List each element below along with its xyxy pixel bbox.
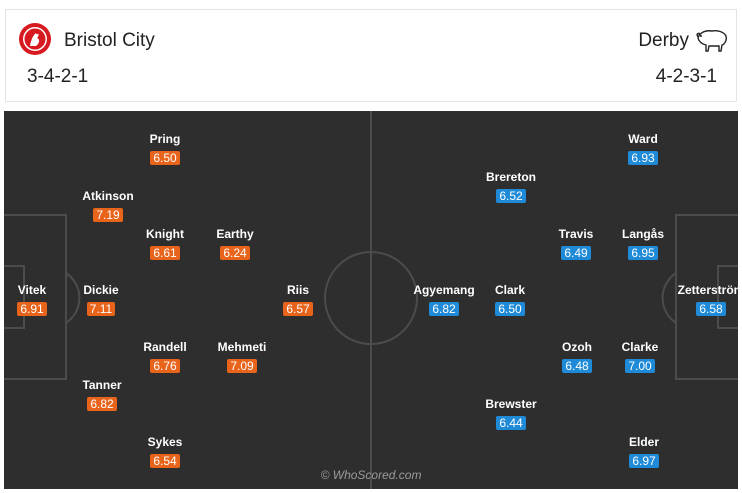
player-card[interactable]: Earthy 6.24 — [200, 227, 270, 262]
player-rating: 7.00 — [625, 359, 655, 373]
watermark: © WhoScored.com — [320, 468, 422, 482]
player-card[interactable]: Sykes 6.54 — [130, 435, 200, 470]
player-rating: 6.50 — [495, 302, 525, 316]
player-rating: 6.61 — [150, 246, 180, 260]
derby-ram-crest-icon — [694, 24, 730, 56]
player-name: Pring — [149, 132, 181, 146]
pitch-markings — [4, 111, 738, 489]
player-name: Brereton — [485, 170, 536, 184]
bristol-city-crest-icon — [18, 22, 52, 56]
player-name: Zetterström — [677, 283, 738, 297]
away-formation: 4-2-3-1 — [655, 66, 717, 87]
player-rating: 6.76 — [150, 359, 180, 373]
player-name: Mehmeti — [217, 340, 267, 354]
player-card[interactable]: Mehmeti 7.09 — [207, 340, 277, 375]
player-rating: 6.48 — [562, 359, 592, 373]
player-name: Clark — [494, 283, 526, 297]
player-card[interactable]: Agyemang 6.82 — [409, 283, 479, 318]
player-name: Ozoh — [562, 340, 592, 354]
player-rating: 7.19 — [93, 208, 123, 222]
player-rating: 7.11 — [86, 302, 116, 316]
player-rating: 6.50 — [150, 151, 180, 165]
player-rating: 6.44 — [496, 416, 526, 430]
player-name: Travis — [558, 227, 594, 241]
player-name: Vitek — [17, 283, 47, 297]
player-card[interactable]: Dickie 7.11 — [66, 283, 136, 318]
player-name: Tanner — [82, 378, 122, 392]
player-name: Ward — [628, 132, 658, 146]
player-name: Brewster — [485, 397, 537, 411]
player-rating: 6.95 — [628, 246, 658, 260]
player-name: Riis — [286, 283, 309, 297]
player-rating: 6.54 — [150, 454, 180, 468]
player-card[interactable]: Clark 6.50 — [475, 283, 545, 318]
player-rating: 6.49 — [561, 246, 591, 260]
home-team-name[interactable]: Bristol City — [64, 30, 155, 51]
player-rating: 6.97 — [629, 454, 659, 468]
player-name: Sykes — [147, 435, 183, 449]
player-card[interactable]: Riis 6.57 — [263, 283, 333, 318]
pitch: Vitek 6.91 Atkinson 7.19 Dickie 7.11 Tan… — [4, 111, 738, 489]
player-card[interactable]: Clarke 7.00 — [605, 340, 675, 375]
player-name: Earthy — [216, 227, 254, 241]
player-name: Dickie — [83, 283, 119, 297]
match-header: Bristol City 3-4-2-1 Derby 4-2-3-1 — [5, 9, 737, 102]
away-team-name[interactable]: Derby — [638, 30, 689, 51]
player-card[interactable]: Langås 6.95 — [608, 227, 678, 262]
player-name: Randell — [143, 340, 187, 354]
player-name: Clarke — [621, 340, 659, 354]
player-card[interactable]: Brewster 6.44 — [476, 397, 546, 432]
player-card[interactable]: Knight 6.61 — [130, 227, 200, 262]
player-card[interactable]: Randell 6.76 — [130, 340, 200, 375]
player-card[interactable]: Travis 6.49 — [541, 227, 611, 262]
player-card[interactable]: Atkinson 7.19 — [73, 189, 143, 224]
player-rating: 6.91 — [17, 302, 47, 316]
player-name: Langås — [621, 227, 664, 241]
player-name: Atkinson — [82, 189, 134, 203]
player-rating: 6.24 — [220, 246, 250, 260]
player-name: Agyemang — [413, 283, 475, 297]
player-rating: 7.09 — [227, 359, 257, 373]
player-card[interactable]: Ward 6.93 — [608, 132, 678, 167]
player-card[interactable]: Elder 6.97 — [609, 435, 679, 470]
player-card[interactable]: Brereton 6.52 — [476, 170, 546, 205]
player-rating: 6.58 — [696, 302, 726, 316]
player-card[interactable]: Ozoh 6.48 — [542, 340, 612, 375]
player-card[interactable]: Pring 6.50 — [130, 132, 200, 167]
player-name: Elder — [628, 435, 659, 449]
player-name: Knight — [146, 227, 184, 241]
player-card[interactable]: Zetterström 6.58 — [676, 283, 738, 318]
player-rating: 6.82 — [429, 302, 459, 316]
player-card[interactable]: Tanner 6.82 — [67, 378, 137, 413]
player-card[interactable]: Vitek 6.91 — [4, 283, 67, 318]
player-rating: 6.52 — [496, 189, 526, 203]
player-rating: 6.57 — [283, 302, 313, 316]
player-rating: 6.93 — [628, 151, 658, 165]
home-formation: 3-4-2-1 — [27, 66, 89, 87]
player-rating: 6.82 — [87, 397, 117, 411]
